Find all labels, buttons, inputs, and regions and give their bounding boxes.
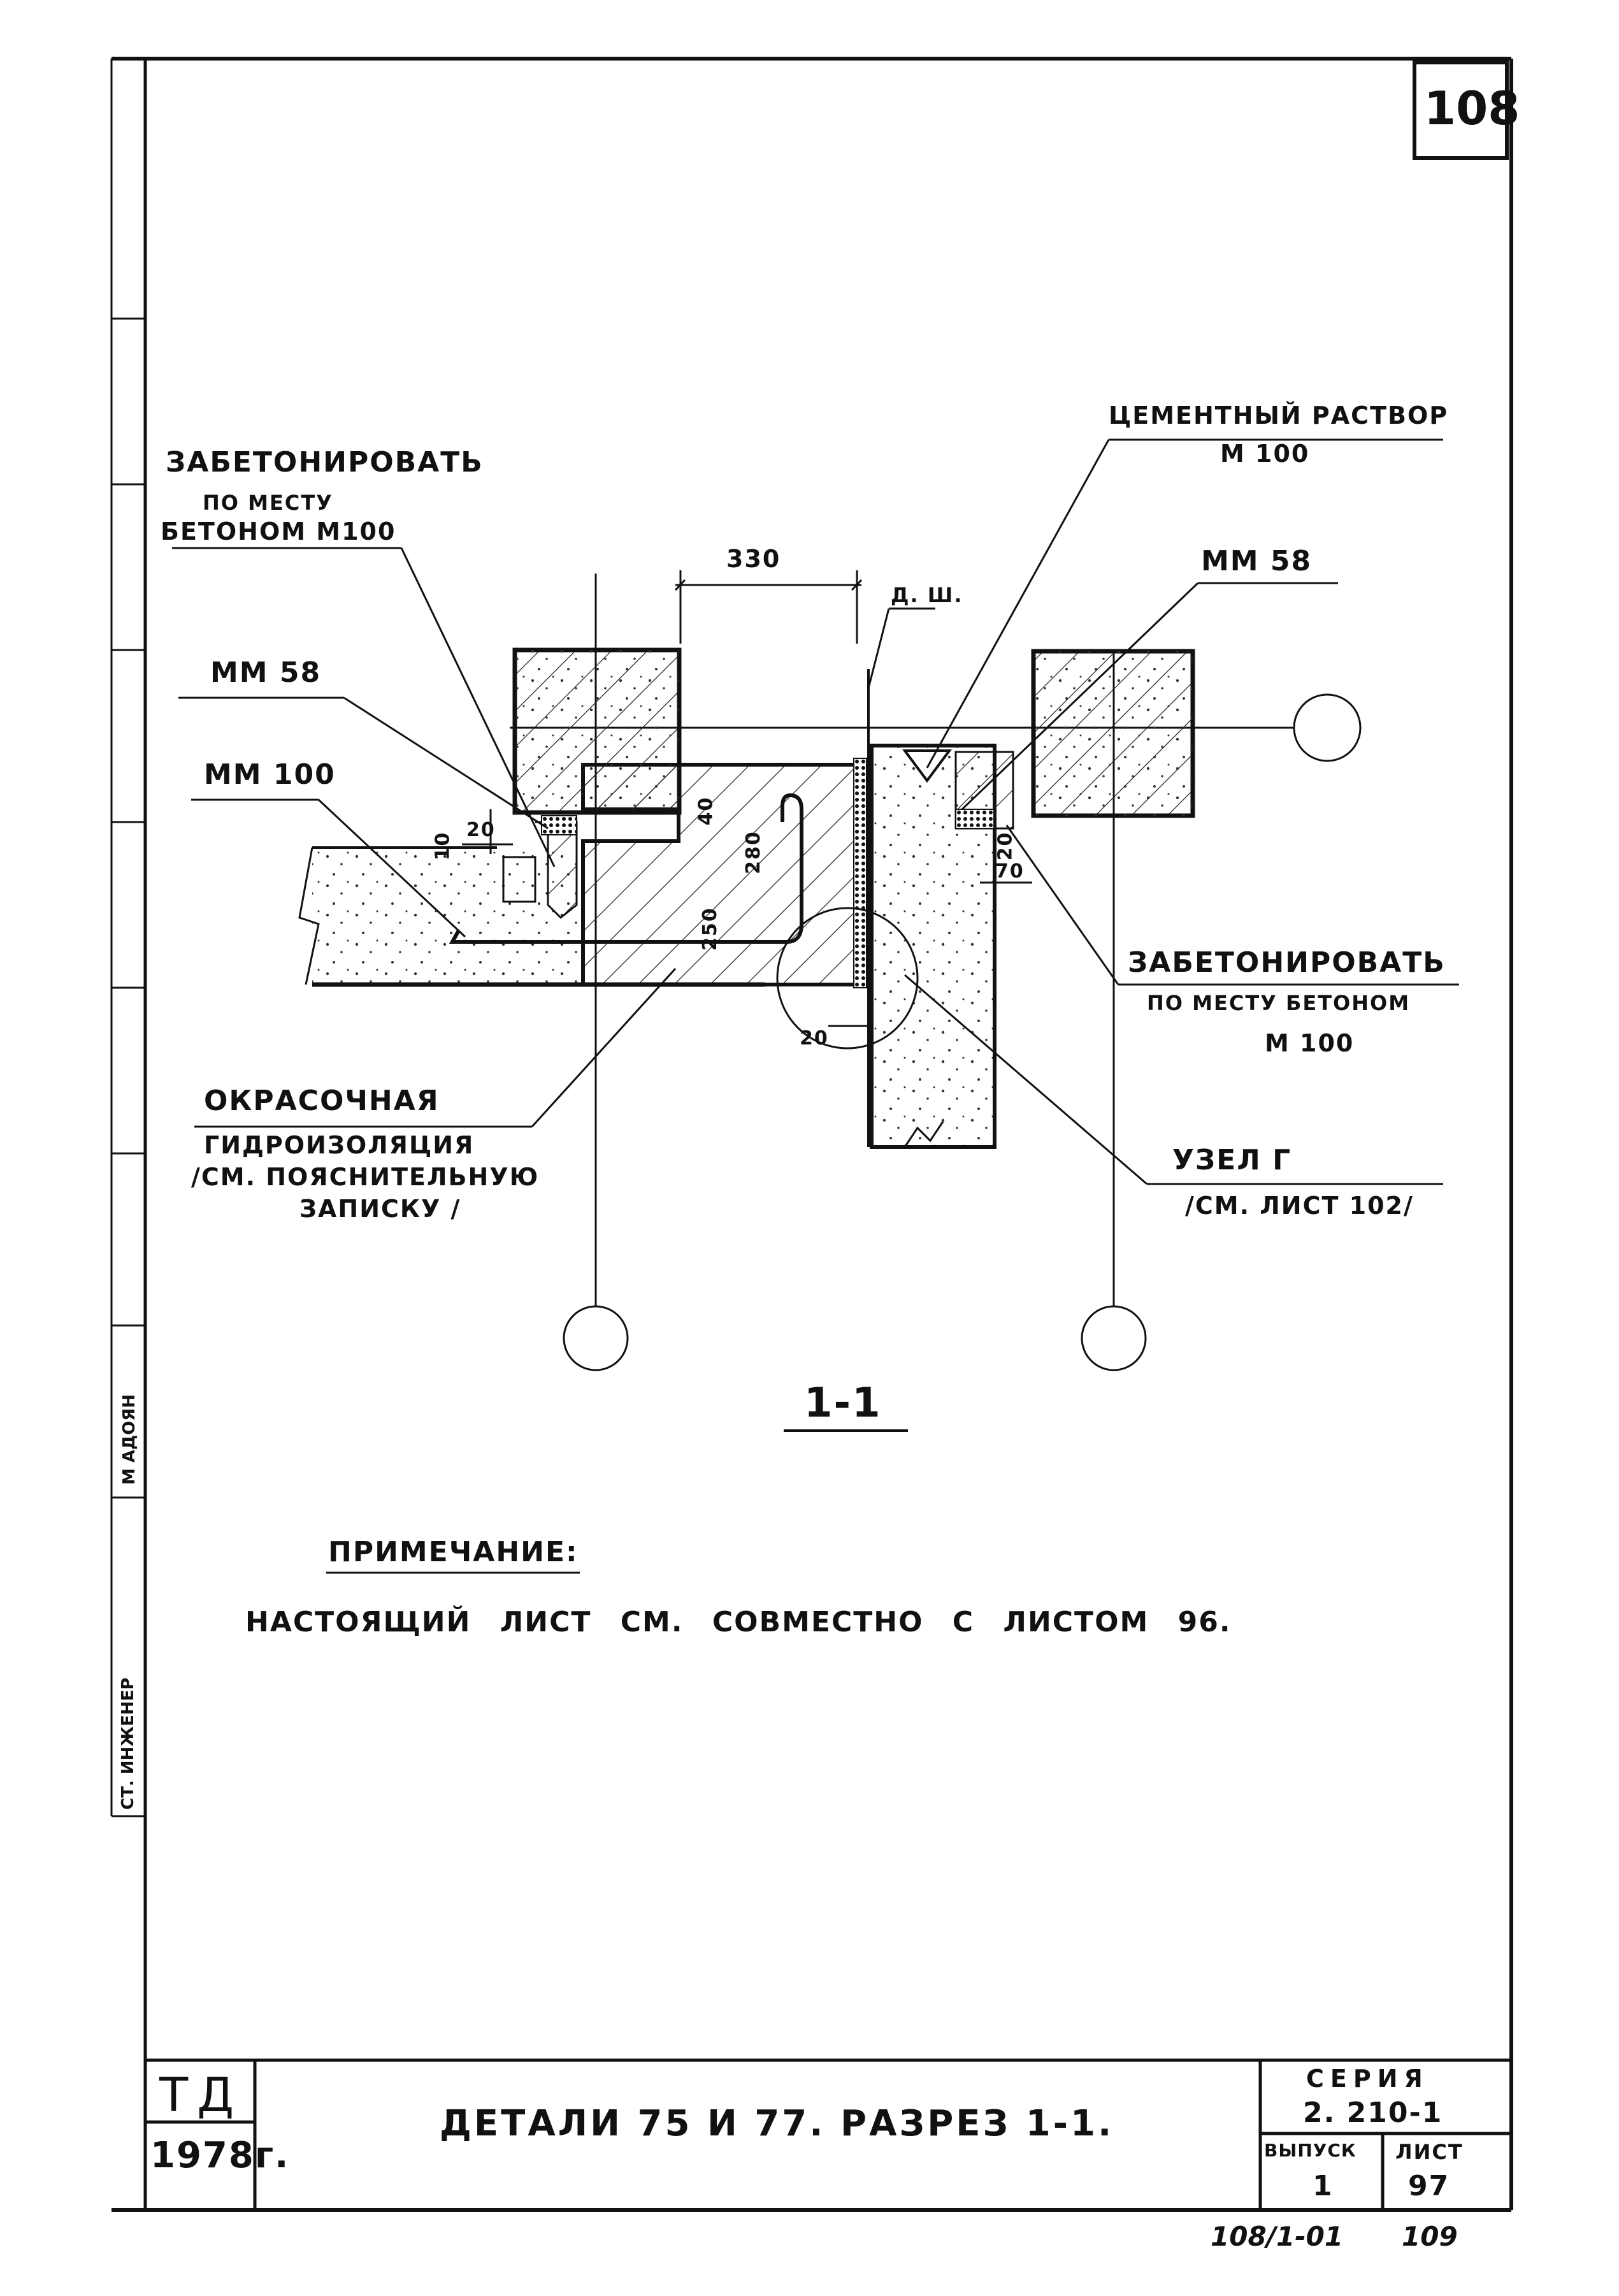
axis-bubble-left — [563, 1305, 629, 1371]
title-main: ДЕТАЛИ 75 И 77. РАЗРЕЗ 1-1. — [440, 2103, 1114, 2144]
note-title: ПРИМЕЧАНИЕ: — [328, 1536, 579, 1568]
expansion-joint — [853, 669, 870, 1147]
sheet-label: ЛИСТ — [1395, 2140, 1464, 2164]
footer-page: 109 — [1402, 2221, 1458, 2252]
label-concrete-left-2: ПО МЕСТУ — [203, 491, 333, 515]
issue-value: 1 — [1313, 2170, 1334, 2202]
label-waterproof-1: ОКРАСОЧНАЯ — [204, 1085, 440, 1117]
label-cement-mortar-grade: М 100 — [1220, 440, 1310, 468]
label-waterproof-3: /СМ. ПОЯСНИТЕЛЬНУЮ — [191, 1163, 540, 1191]
sheet-value: 97 — [1408, 2170, 1450, 2202]
title-org: ТД — [159, 2068, 243, 2123]
label-mm58-right: ММ 58 — [1201, 545, 1313, 577]
series-label: СЕРИЯ — [1306, 2065, 1429, 2093]
dim-20-right: 20 — [994, 831, 1017, 861]
sheet-frame — [110, 57, 1513, 2212]
dim-40: 40 — [694, 796, 717, 826]
dim-280: 280 — [742, 830, 765, 874]
label-cement-mortar: ЦЕМЕНТНЫЙ РАСТВОР — [1109, 401, 1449, 430]
dim-250: 250 — [698, 907, 721, 951]
label-node-g-2: /СМ. ЛИСТ 102/ — [1185, 1192, 1414, 1220]
rebar — [449, 793, 803, 944]
label-concrete-right-1: ЗАБЕТОНИРОВАТЬ — [1128, 946, 1446, 979]
label-waterproof-4: ЗАПИСКУ / — [299, 1195, 461, 1223]
dim-20-top: 20 — [466, 819, 496, 841]
leader-lines — [172, 438, 1459, 1185]
right-wall — [870, 744, 1014, 1149]
dim-70: 70 — [995, 860, 1025, 883]
label-mm58-left: ММ 58 — [210, 656, 322, 689]
label-dsh: Д. Ш. — [891, 583, 963, 607]
section-label: 1-1 — [804, 1380, 882, 1427]
label-concrete-left-3: БЕТОНОМ М100 — [161, 517, 396, 545]
series-value: 2. 210-1 — [1303, 2097, 1443, 2129]
label-concrete-right-3: М 100 — [1265, 1029, 1355, 1057]
margin-role: СТ. ИНЖЕНЕР — [119, 1677, 138, 1810]
dim-10: 10 — [431, 831, 454, 861]
left-slab — [298, 846, 765, 987]
issue-label: ВЫПУСК — [1264, 2140, 1356, 2161]
label-mm100-left: ММ 100 — [204, 758, 336, 791]
corner-sheet-number: 108 — [1424, 82, 1520, 135]
title-year: 1978г. — [150, 2135, 290, 2176]
dim-20-bottom: 20 — [800, 1027, 829, 1050]
axis-bubble-right — [1293, 693, 1362, 762]
axis-bubble-mid — [1081, 1305, 1147, 1371]
left-block — [512, 647, 682, 815]
title-block-frame — [145, 2058, 1511, 2210]
left-joint — [502, 815, 578, 920]
label-node-g-1: УЗЕЛ Г — [1172, 1144, 1292, 1176]
margin-name: М АДОЯН — [120, 1394, 139, 1485]
note-text: НАСТОЯЩИЙ ЛИСТ СМ. СОВМЕСТНО С ЛИСТОМ 96… — [245, 1606, 1232, 1638]
label-concrete-left-1: ЗАБЕТОНИРОВАТЬ — [166, 446, 484, 479]
dimension-lines — [462, 570, 1032, 1027]
node-g-circle — [776, 907, 919, 1050]
label-waterproof-2: ГИДРОИЗОЛЯЦИЯ — [204, 1131, 475, 1159]
right-block — [1031, 649, 1195, 818]
footer-code: 108/1-01 — [1211, 2221, 1344, 2252]
dim-330: 330 — [726, 545, 781, 573]
label-concrete-right-2: ПО МЕСТУ БЕТОНОМ — [1147, 991, 1411, 1015]
